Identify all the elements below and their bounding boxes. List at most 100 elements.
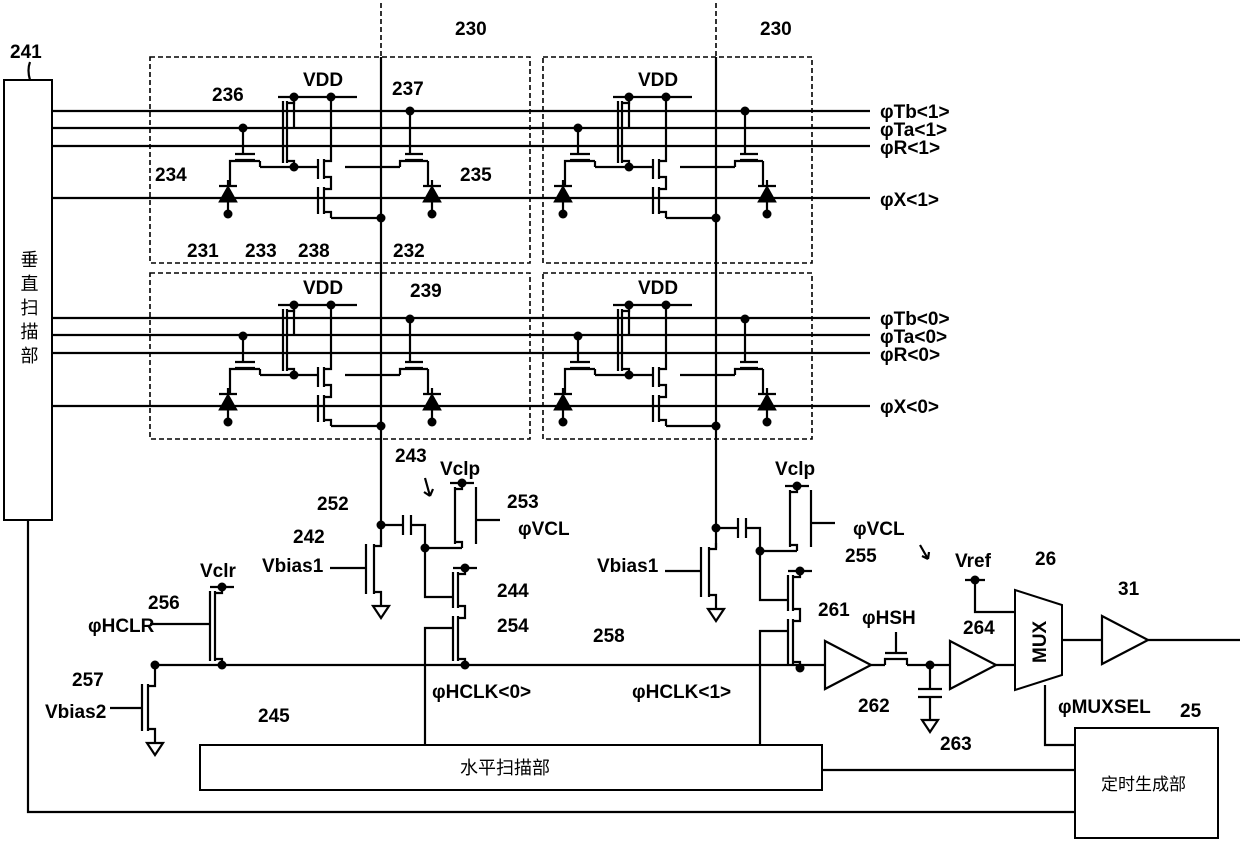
vclp-label: Vclp [440, 459, 480, 480]
junction-dot [741, 315, 750, 324]
photodiode-icon [758, 394, 776, 410]
signal-x1: φX<1> [880, 190, 939, 211]
ref-243: 243 [395, 446, 427, 467]
transfer-transistor-a [230, 362, 260, 375]
vdd-label: VDD [303, 70, 343, 91]
vbias1-label: Vbias1 [597, 556, 659, 577]
select-transistor [318, 183, 331, 218]
reset-transistor [618, 305, 629, 375]
photodiode-icon [554, 186, 572, 202]
vdd-label: VDD [638, 70, 678, 91]
source-follower-transistor [788, 571, 800, 615]
ref-253: 253 [507, 492, 539, 513]
vclp-label: Vclp [775, 459, 815, 480]
muxsel-label: φMUXSEL [1058, 697, 1151, 718]
amplifier-transistor [318, 155, 331, 183]
select-transistor [653, 183, 666, 218]
vertical-scanner-label: 垂直扫描部 [18, 250, 39, 370]
junction-dot [406, 107, 415, 116]
output-amplifier-31 [1102, 616, 1148, 664]
mux-label: MUX [1030, 620, 1051, 663]
signal-labels: φTb<1> φTa<1> φR<1> φX<1> φTb<0> φTa<0> … [880, 102, 950, 418]
junction-dot [406, 315, 415, 324]
ref-231: 231 [187, 241, 219, 262]
arrow-243 [424, 478, 433, 496]
photodiode-icon [554, 394, 572, 410]
column-select-transistor [453, 612, 465, 665]
ref-235: 235 [460, 165, 492, 186]
amplifier-261 [825, 641, 871, 689]
leader-241 [29, 62, 31, 80]
clamp-capacitor [716, 518, 787, 600]
amplifier-transistor [318, 363, 331, 391]
vclr-label: Vclr [200, 561, 237, 582]
hclk1-label: φHCLK<1> [632, 682, 731, 703]
junction-dot [151, 661, 160, 670]
transfer-transistor-a [565, 154, 595, 167]
ref-244: 244 [497, 581, 529, 602]
photodiode-icon [758, 186, 776, 202]
ref-238: 238 [298, 241, 330, 262]
vbias1-label: Vbias1 [262, 556, 324, 577]
junction-dot [574, 124, 583, 133]
ref-264: 264 [963, 618, 995, 639]
vbias2-label: Vbias2 [45, 702, 106, 723]
hclk0-label: φHCLK<0> [432, 682, 531, 703]
photodiode-icon [219, 394, 237, 410]
junction-dot [971, 576, 980, 585]
arrow-255 [920, 545, 929, 559]
ref-261: 261 [818, 600, 850, 621]
transfer-transistor-b [735, 362, 763, 375]
clear-transistor [210, 587, 222, 665]
junction-dot [574, 332, 583, 341]
sample-switch-262 [871, 632, 950, 665]
ref-25: 25 [1180, 701, 1202, 722]
ref-256: 256 [148, 593, 180, 614]
junction-dot [559, 210, 568, 219]
source-follower-transistor [453, 568, 465, 612]
signal-r1: φR<1> [880, 138, 940, 159]
ref-241: 241 [10, 42, 42, 63]
vdd-label: VDD [303, 278, 343, 299]
amplifier-transistor [653, 363, 666, 391]
ref-252: 252 [317, 494, 349, 515]
ground-icon [708, 601, 724, 621]
signal-x0: φX<0> [880, 397, 939, 418]
junction-dot [559, 418, 568, 427]
junction-dot [224, 418, 233, 427]
signal-r0: φR<0> [880, 345, 940, 366]
junction-dot [763, 210, 772, 219]
ref-262: 262 [858, 696, 890, 717]
bias-transistor [142, 680, 155, 735]
ref-31: 31 [1118, 579, 1140, 600]
hclr-label: φHCLR [88, 616, 155, 637]
ref-263: 263 [940, 734, 972, 755]
junction-dot [218, 661, 227, 670]
junction-dot [239, 124, 248, 133]
select-transistor [318, 391, 331, 426]
ref-236: 236 [212, 85, 244, 106]
junction-dot [428, 418, 437, 427]
ref-258: 258 [593, 626, 625, 647]
hsh-label: φHSH [862, 608, 916, 629]
clamp-transistor [790, 486, 811, 551]
horizontal-scanner-label: 水平扫描部 [460, 758, 550, 779]
transfer-transistor-b [735, 154, 763, 167]
reset-transistor [618, 97, 629, 167]
ref-230-right: 230 [760, 19, 792, 40]
current-source-transistor [366, 540, 381, 598]
ground-icon [922, 712, 938, 732]
transfer-transistor-a [230, 154, 260, 167]
current-source-transistor [701, 543, 716, 601]
hold-capacitor-263 [918, 665, 942, 712]
ref-230-left: 230 [455, 19, 487, 40]
ref-234: 234 [155, 165, 187, 186]
transfer-transistor-a [565, 362, 595, 375]
ref-257: 257 [72, 670, 104, 691]
junction-dot [428, 210, 437, 219]
clamp-transistor [455, 483, 476, 548]
reset-transistor [283, 305, 294, 375]
ref-254: 254 [497, 616, 529, 637]
ref-242: 242 [293, 527, 325, 548]
junction-dot [239, 332, 248, 341]
